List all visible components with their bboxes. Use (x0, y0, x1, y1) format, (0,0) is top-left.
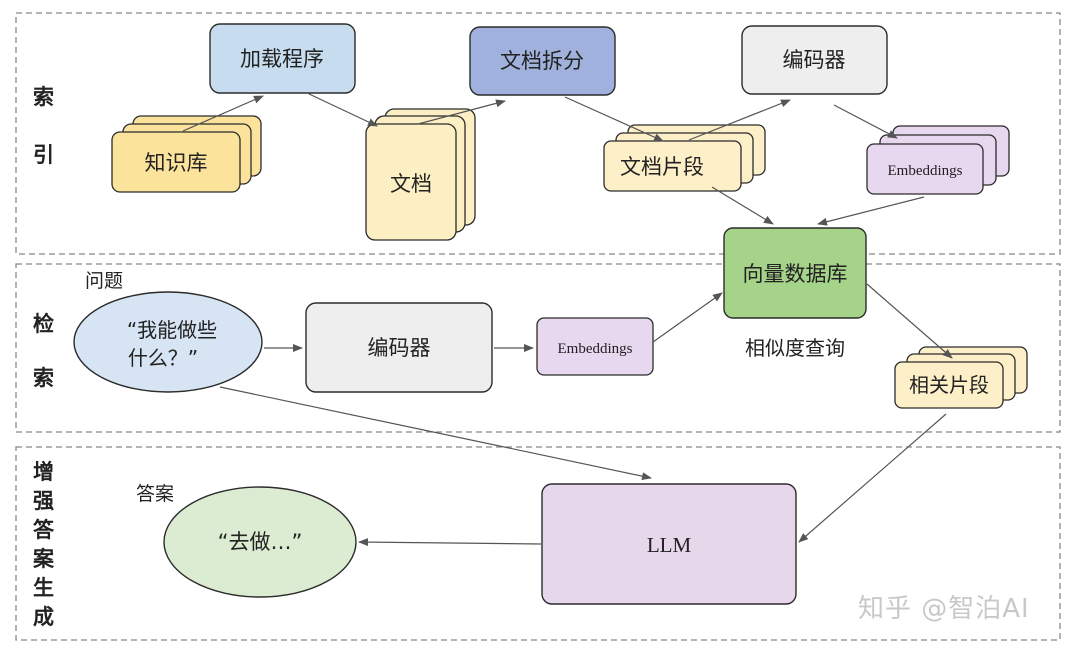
arrow-documents-to-splitter (417, 99, 506, 125)
encoder-mid-label: 编码器 (368, 336, 431, 360)
augment-section-label-4: 案 (32, 547, 55, 571)
arrow-embeddings-to-vectordb-mid (652, 292, 723, 343)
augment-section-label-6: 成 (33, 605, 54, 629)
arrow-chunks-to-encoder (688, 99, 791, 141)
knowledge-base-stack (111, 115, 262, 193)
similarity-query-label: 相似度查询 (745, 336, 845, 360)
embeddings-mid-label: Embeddings (558, 341, 633, 357)
embeddings-top-label: Embeddings (888, 163, 963, 179)
encoder-mid-box (305, 302, 493, 393)
arrow-related-to-llm (798, 413, 947, 543)
watermark: 知乎 @智泊AI (858, 594, 1030, 624)
retrieve-section-label-1: 检 (33, 312, 54, 336)
documents-stack (365, 108, 476, 241)
arrow-splitter-to-chunks (564, 96, 664, 142)
augment-section-label-5: 生 (33, 576, 54, 600)
retrieve-section-frame (15, 263, 1061, 433)
embeddings-mid-box (536, 317, 654, 376)
embeddings-top-stack (866, 125, 1010, 195)
splitter-box (469, 26, 616, 96)
vector-db-label: 向量数据库 (743, 262, 848, 286)
question-line-1: “我能做些 (127, 318, 217, 342)
answer-title: 答案 (136, 483, 174, 505)
augment-section-frame (15, 446, 1061, 641)
llm-label: LLM (647, 533, 692, 557)
augment-section-label-1: 增 (33, 460, 54, 484)
loader-box (209, 23, 356, 94)
index-section-label-1: 索 (33, 85, 54, 109)
knowledge-base-label: 知识库 (145, 151, 208, 175)
augment-section-label-3: 答 (33, 518, 55, 542)
loader-label: 加载程序 (240, 47, 324, 71)
augment-section-label-2: 强 (33, 489, 54, 513)
vector-db-box (723, 227, 867, 319)
answer-ellipse (163, 486, 357, 598)
arrow-vectordb-to-related (866, 283, 953, 359)
retrieve-section-label-2: 索 (33, 366, 54, 390)
llm-box (541, 483, 797, 605)
splitter-label: 文档拆分 (500, 49, 584, 73)
arrow-llm-to-answer (358, 538, 542, 547)
arrow-loader-to-documents (306, 92, 378, 127)
encoder-top-label: 编码器 (783, 48, 846, 72)
question-ellipse (73, 291, 263, 393)
question-line-2: 什么？” (128, 346, 198, 370)
arrow-chunks-to-vectordb (711, 186, 774, 225)
doc-chunks-stack (603, 124, 766, 192)
documents-label: 文档 (390, 172, 432, 196)
arrow-kb-to-loader (182, 95, 264, 132)
arrow-question-to-llm (219, 386, 652, 481)
encoder-top-box (741, 25, 888, 95)
question-title: 问题 (85, 270, 123, 292)
arrow-encoder-to-embeddings (833, 104, 898, 139)
arrow-embeddings-to-vectordb (817, 196, 925, 226)
index-section-frame (15, 12, 1061, 255)
answer-text: “去做…” (218, 530, 303, 554)
doc-chunks-label: 文档片段 (620, 155, 704, 179)
index-section-label-2: 引 (33, 143, 54, 167)
related-chunks-label: 相关片段 (909, 373, 989, 397)
